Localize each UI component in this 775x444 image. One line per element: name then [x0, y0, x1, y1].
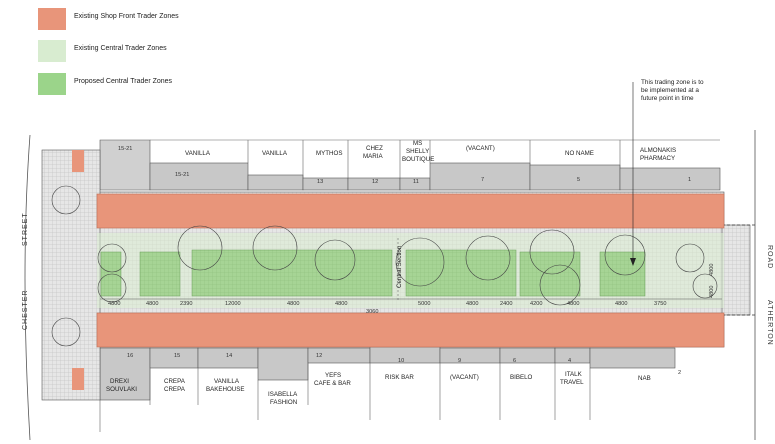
shop-front-zone-small [72, 150, 84, 172]
central-section-label: Central Section [396, 245, 403, 288]
shop-label: BOUTIQUE [402, 156, 434, 163]
tree-canopies [51, 185, 718, 347]
shop-label: CREPA [164, 378, 186, 385]
building-number: 4 [568, 358, 571, 364]
legend-item-shop-front: Existing Shop Front Trader Zones [38, 8, 338, 30]
south-buildings [99, 342, 676, 432]
building-number: 5 [577, 177, 580, 183]
shop-label: PHARMACY [640, 155, 675, 162]
building-number: 12 [372, 179, 378, 185]
legend-label: Existing Shop Front Trader Zones [74, 13, 179, 20]
shop-label: CREPA [164, 386, 186, 393]
dimension-label: 3750 [654, 301, 666, 307]
building-number: 9 [458, 358, 461, 364]
shop-label: (VACANT) [466, 145, 495, 152]
building-number: 15-21 [175, 172, 189, 178]
shop-label: SOUVLAKI [106, 386, 137, 393]
shop-label: SHELLY [406, 148, 429, 155]
street-label-right-top: ROAD [766, 245, 773, 269]
dimension-label: 4800 [615, 301, 627, 307]
dimension-label: 4800 [146, 301, 158, 307]
dimension-label: 3060 [366, 309, 378, 315]
legend-item-existing-central: Existing Central Trader Zones [38, 40, 338, 62]
shop-label: FASHION [270, 399, 297, 406]
shop-label: TRAVEL [560, 379, 584, 386]
north-buildings [99, 139, 721, 191]
building-number: 1 [688, 177, 691, 183]
chester-st-end [41, 149, 101, 401]
building-number: 14 [226, 353, 232, 359]
shop-label: MARIA [363, 153, 383, 160]
dimension-label: 4800 [287, 301, 299, 307]
annotation-line: be implemented at a [641, 87, 699, 94]
legend-label: Existing Central Trader Zones [74, 45, 167, 52]
dimension-label: 4800 [466, 301, 478, 307]
dimension-label: 4800 [709, 264, 715, 276]
shop-label: ALMONAKIS [640, 147, 676, 154]
shop-label: BAKEHOUSE [206, 386, 245, 393]
shop-label: ITALK [565, 371, 583, 378]
future-zone-annotation: This trading zone is to be implemented a… [641, 79, 731, 103]
atherton-rd-end [721, 224, 751, 316]
dimension-label: 2400 [500, 301, 512, 307]
shop-label: BIBELO [510, 374, 533, 381]
annotation-line: This trading zone is to [641, 79, 704, 86]
shop-label: ISABELLA [268, 391, 298, 398]
dimension-label: 4200 [530, 301, 542, 307]
shop-label: VANILLA [185, 150, 211, 157]
legend-swatch [38, 40, 66, 62]
building-number: 2 [678, 370, 681, 376]
legend-swatch [38, 73, 66, 95]
shop-label: DREXI [110, 378, 129, 385]
street-label-right-bottom: ATHERTON [766, 300, 773, 346]
shop-label: VANILLA [262, 150, 288, 157]
building-numbers: 15-21 15-21 13 12 11 7 5 1 16 15 14 12 1… [118, 146, 691, 376]
shop-label: CAFE & BAR [314, 380, 351, 387]
proposed-central-zones [100, 249, 646, 297]
shop-label: MYTHOS [316, 150, 342, 157]
shop-label: MS [413, 140, 422, 147]
dimension-label: 4800 [709, 286, 715, 298]
shop-label: CHEZ [366, 145, 383, 152]
legend-item-proposed-central: Proposed Central Trader Zones [38, 73, 338, 95]
dimension-label: 5000 [418, 301, 430, 307]
legend-label: Proposed Central Trader Zones [74, 78, 173, 85]
shop-label: RISK BAR [385, 374, 414, 381]
dimension-label: 12000 [225, 301, 241, 307]
shop-front-zone-south [96, 312, 725, 348]
dimension-label: 4800 [567, 301, 579, 307]
building-number: 7 [481, 177, 484, 183]
building-number: 11 [413, 179, 419, 185]
street-label-left-top: STREET [22, 212, 29, 246]
dimension-label: 4800 [108, 301, 120, 307]
building-number: 16 [127, 353, 133, 359]
building-number: 13 [317, 179, 323, 185]
shop-label: NO NAME [565, 150, 594, 157]
building-number: 15-21 [118, 146, 132, 152]
annotation-line: future point in time [641, 95, 694, 102]
south-shop-labels: DREXI SOUVLAKI CREPA CREPA VANILLA BAKEH… [106, 371, 651, 406]
shop-label: NAB [638, 375, 651, 382]
building-number: 10 [398, 358, 404, 364]
shop-front-zone-small [72, 368, 84, 390]
dimension-label: 4800 [335, 301, 347, 307]
shop-label: VANILLA [214, 378, 240, 385]
shop-label: (VACANT) [450, 374, 479, 381]
building-number: 15 [174, 353, 180, 359]
shop-front-zone-north [96, 193, 725, 229]
dimension-labels: 4800 4800 2390 12000 4800 4800 5000 4800… [108, 264, 715, 315]
north-shop-labels: VANILLA VANILLA MYTHOS CHEZ MARIA MS SHE… [185, 140, 676, 163]
legend-swatch [38, 8, 66, 30]
building-number: 6 [513, 358, 516, 364]
building-number: 12 [316, 353, 322, 359]
street-label-left-bottom: CHESTER [22, 290, 29, 330]
dimension-label: 2390 [180, 301, 192, 307]
shop-label: YEFS [325, 372, 341, 379]
